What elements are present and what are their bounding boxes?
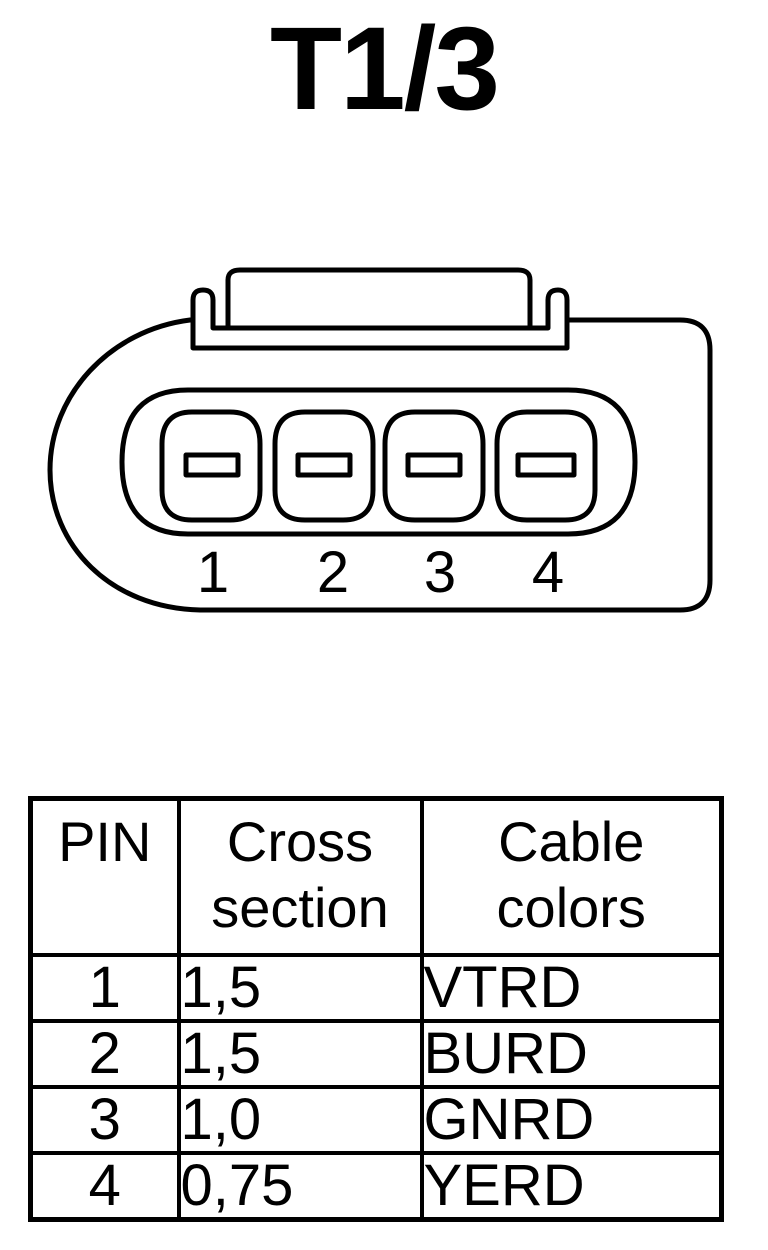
header-cross-section-line1: Cross [226,810,374,873]
pin-table-header-row: PIN Cross section Cable colors [28,796,724,957]
cell-cross-section: 1,5 [176,953,424,1023]
pin-4-number: 4 [532,540,564,605]
header-pin-label: PIN [58,810,152,873]
pin-cavity [119,387,638,537]
cell-pin: 3 [28,1085,181,1155]
header-pin: PIN [28,796,181,957]
connector-title: T1/3 [269,3,500,135]
header-cable-colors-line1: Cable [498,810,645,873]
pin-3-number: 3 [424,540,456,605]
header-cross-section-line2: section [211,876,389,939]
connector-diagram: 1 2 3 4 [47,267,713,613]
table-row: 4 0,75 YERD [28,1151,724,1222]
pin-table: PIN Cross section Cable colors 1 1,5 VTR… [28,796,724,1222]
table-row: 3 1,0 GNRD [28,1085,724,1155]
pin-2-terminal [272,409,376,523]
connector-latch-top [225,267,533,328]
cell-pin: 1 [28,953,181,1023]
pin-1-terminal [159,409,263,523]
pin-2-number: 2 [317,540,349,605]
pin-1-number: 1 [197,540,229,605]
cell-cable-color: YERD [419,1151,724,1222]
cell-cross-section: 0,75 [176,1151,424,1222]
cell-cross-section: 1,5 [176,1019,424,1089]
cell-cable-color: VTRD [419,953,724,1023]
cell-pin: 2 [28,1019,181,1089]
pin-3-terminal [382,409,486,523]
header-cable-colors: Cable colors [419,796,724,957]
table-row: 2 1,5 BURD [28,1019,724,1089]
connector-housing [47,317,713,613]
table-row: 1 1,5 VTRD [28,953,724,1023]
cell-cable-color: BURD [419,1019,724,1089]
connector-latch [190,287,570,351]
header-cross-section: Cross section [176,796,424,957]
header-cable-colors-line2: colors [496,876,646,939]
cell-cable-color: GNRD [419,1085,724,1155]
pin-4-terminal [494,409,598,523]
cell-pin: 4 [28,1151,181,1222]
cell-cross-section: 1,0 [176,1085,424,1155]
